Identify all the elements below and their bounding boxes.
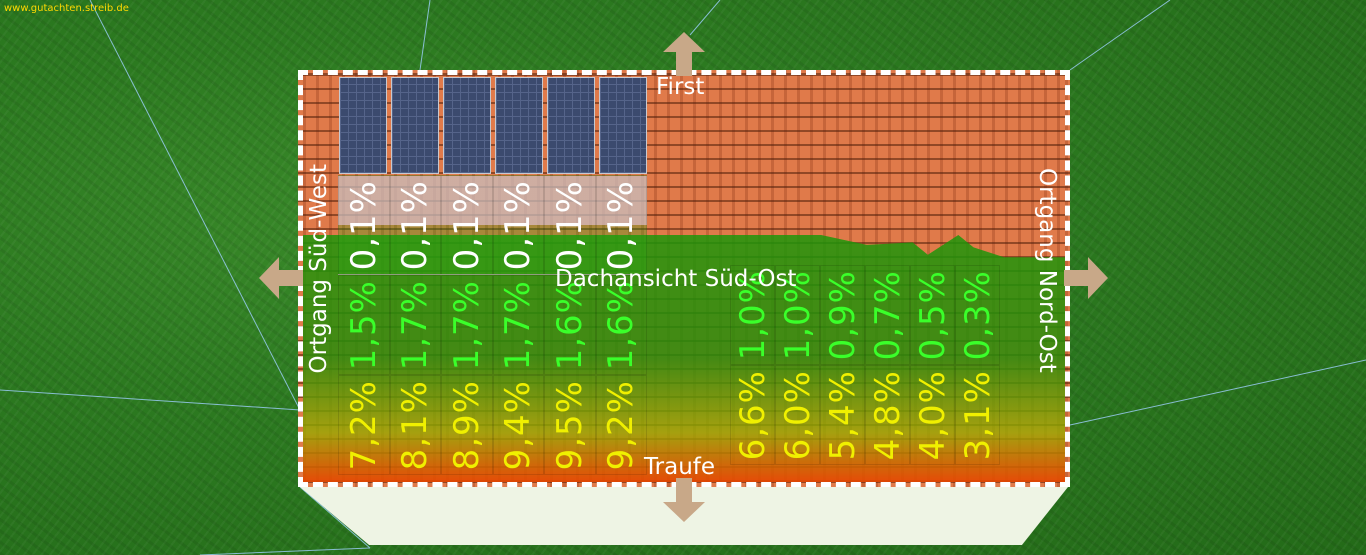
shading-value: 9,5%	[549, 379, 590, 471]
shading-cell: 0,7%	[865, 265, 910, 365]
shading-value: 7,2%	[343, 379, 384, 471]
shading-value: 0,5%	[912, 269, 953, 361]
label-first: First	[656, 74, 705, 100]
shading-value: 5,4%	[822, 369, 863, 461]
shading-cell: 1,7%	[492, 275, 544, 375]
shading-value: 0,1%	[549, 179, 590, 271]
shading-value: 0,1%	[498, 179, 539, 271]
shading-cell: 1,6%	[595, 275, 647, 375]
shading-cell: 7,2%	[338, 375, 390, 475]
roof-surface	[298, 70, 1070, 487]
shading-cell: 1,5%	[338, 275, 390, 375]
shading-cell: 0,1%	[389, 175, 441, 275]
shading-cell: 4,8%	[865, 365, 910, 465]
arrow-right-icon[interactable]	[1064, 255, 1110, 301]
shading-overlay	[303, 235, 1065, 482]
shading-value: 0,1%	[343, 179, 384, 271]
label-roof-view: Dachansicht Süd-Ost	[555, 266, 797, 292]
shading-value: 0,1%	[446, 179, 487, 271]
shading-cell: 1,7%	[389, 275, 441, 375]
arrow-up-icon[interactable]	[661, 30, 707, 76]
shading-cell: 0,1%	[441, 175, 493, 275]
shading-value: 0,9%	[822, 269, 863, 361]
shading-cell: 0,5%	[910, 265, 955, 365]
watermark-link[interactable]: www.gutachten.streib.de	[4, 3, 129, 14]
solar-panel	[495, 77, 543, 174]
shading-value: 8,1%	[395, 379, 436, 471]
shading-cell: 1,6%	[544, 275, 596, 375]
shading-cell: 9,2%	[595, 375, 647, 475]
shading-cell: 1,0%	[730, 265, 775, 365]
solar-panel	[599, 77, 647, 174]
shading-cell: 6,0%	[775, 365, 820, 465]
shading-value: 0,3%	[957, 269, 998, 361]
shading-cell: 9,5%	[544, 375, 596, 475]
shading-cell: 0,9%	[820, 265, 865, 365]
shading-value: 1,6%	[601, 279, 642, 371]
solar-panel	[443, 77, 491, 174]
shading-cell: 3,1%	[955, 365, 1000, 465]
shading-value: 8,9%	[446, 379, 487, 471]
shading-value: 6,0%	[777, 369, 818, 461]
shading-cell: 0,1%	[544, 175, 596, 275]
shading-value: 9,4%	[498, 379, 539, 471]
shading-cell: 1,7%	[441, 275, 493, 375]
shading-cell: 4,0%	[910, 365, 955, 465]
shading-cell: 5,4%	[820, 365, 865, 465]
label-ortgang-right: Ortgang Nord-Ost	[1034, 168, 1060, 373]
shading-value: 1,7%	[446, 279, 487, 371]
arrow-left-icon[interactable]	[257, 255, 303, 301]
shading-value: 0,1%	[395, 179, 436, 271]
shading-cell: 0,1%	[595, 175, 647, 275]
shading-value: 0,1%	[601, 179, 642, 271]
solar-panel	[547, 77, 595, 174]
shading-cell: 6,6%	[730, 365, 775, 465]
label-ortgang-left: Ortgang Süd-West	[306, 164, 332, 374]
arrow-down-icon[interactable]	[661, 478, 707, 524]
shading-value: 1,6%	[549, 279, 590, 371]
shading-cell: 8,9%	[441, 375, 493, 475]
shading-cell: 8,1%	[389, 375, 441, 475]
solar-panel	[339, 77, 387, 174]
shading-cell: 9,4%	[492, 375, 544, 475]
shading-cell: 0,1%	[338, 175, 390, 275]
shading-cell: 0,3%	[955, 265, 1000, 365]
solar-panel	[391, 77, 439, 174]
shading-value: 0,7%	[867, 269, 908, 361]
shading-value: 9,2%	[601, 379, 642, 471]
shading-value: 1,5%	[343, 279, 384, 371]
shading-value: 3,1%	[957, 369, 998, 461]
shading-cell: 1,0%	[775, 265, 820, 365]
shading-value: 4,8%	[867, 369, 908, 461]
shading-value: 6,6%	[732, 369, 773, 461]
shading-value: 1,7%	[498, 279, 539, 371]
label-traufe: Traufe	[644, 454, 716, 480]
shading-value: 4,0%	[912, 369, 953, 461]
shading-value: 1,7%	[395, 279, 436, 371]
shading-cell: 0,1%	[492, 175, 544, 275]
